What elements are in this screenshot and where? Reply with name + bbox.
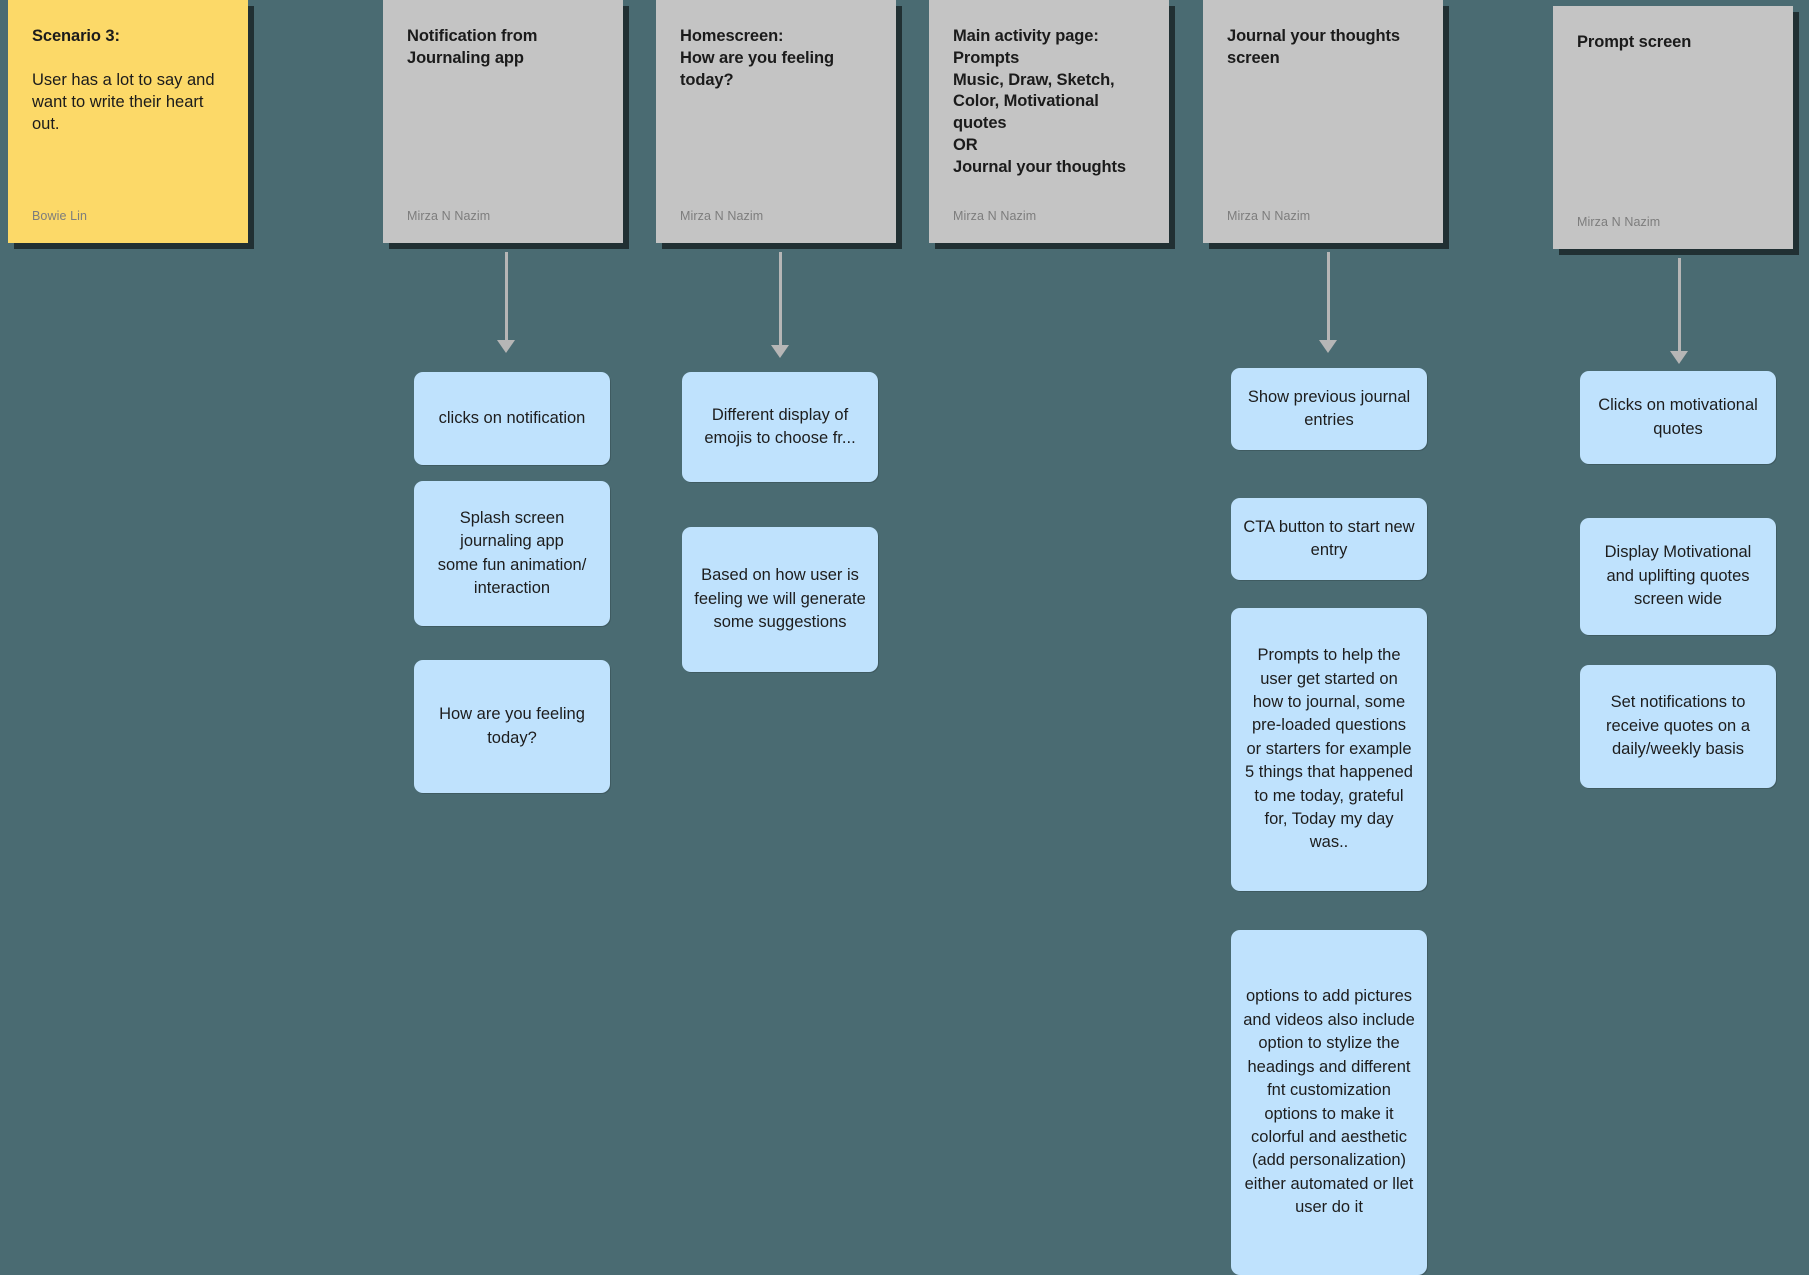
card-text: Based on how user is feeling we will gen… — [694, 566, 866, 632]
card-options-to-add-pictures[interactable]: options to add pictures and videos also … — [1231, 930, 1427, 1275]
note-author: Bowie Lin — [32, 209, 88, 223]
note-title: Journal your thoughts screen — [1227, 27, 1400, 67]
connector-arrowhead-notification — [497, 340, 515, 353]
connector-line-homescreen — [779, 252, 782, 347]
card-how-are-you-feeling-today[interactable]: How are you feeling today? — [414, 660, 610, 793]
sticky-note-notification-from-journaling-app[interactable]: Notification from Journaling app Mirza N… — [383, 0, 623, 243]
sticky-note-scenario-3[interactable]: Scenario 3: User has a lot to say and wa… — [8, 0, 248, 243]
card-text: clicks on notification — [438, 408, 586, 427]
card-text: options to add pictures and videos also … — [1243, 987, 1415, 1217]
connector-arrowhead-homescreen — [771, 345, 789, 358]
card-text: Display Motivational and uplifting quote… — [1604, 543, 1752, 609]
note-body: User has a lot to say and want to write … — [32, 70, 215, 133]
card-clicks-on-notification[interactable]: clicks on notification — [414, 372, 610, 465]
card-text: Prompts to help the user get started on … — [1245, 646, 1413, 852]
connector-arrowhead-prompt-screen — [1670, 351, 1688, 364]
card-text: How are you feeling today? — [439, 705, 585, 747]
card-text: Clicks on motivational quotes — [1598, 396, 1758, 438]
note-title: Homescreen: How are you feeling today? — [680, 27, 834, 89]
card-text: CTA button to start new entry — [1243, 517, 1415, 559]
note-title: Main activity page: Prompts Music, Draw,… — [953, 27, 1126, 176]
card-text: Splash screen journaling app some fun an… — [437, 508, 587, 597]
note-author: Mirza N Nazim — [1577, 215, 1661, 229]
card-clicks-on-motivational-quotes[interactable]: Clicks on motivational quotes — [1580, 371, 1776, 464]
sticky-note-prompt-screen[interactable]: Prompt screen Mirza N Nazim — [1553, 6, 1793, 249]
note-author: Mirza N Nazim — [1227, 209, 1311, 223]
card-different-display-of-emojis[interactable]: Different display of emojis to choose fr… — [682, 372, 878, 482]
card-prompts-to-help-user[interactable]: Prompts to help the user get started on … — [1231, 608, 1427, 891]
card-text: Set notifications to receive quotes on a… — [1605, 693, 1750, 759]
note-title: Scenario 3: — [32, 27, 120, 45]
card-cta-button-new-entry[interactable]: CTA button to start new entry — [1231, 498, 1427, 580]
card-set-notifications-for-quotes[interactable]: Set notifications to receive quotes on a… — [1580, 665, 1776, 788]
card-show-previous-journal-entries[interactable]: Show previous journal entries — [1231, 368, 1427, 450]
sticky-note-main-activity-page[interactable]: Main activity page: Prompts Music, Draw,… — [929, 0, 1169, 243]
note-title: Prompt screen — [1577, 33, 1692, 51]
connector-line-prompt-screen — [1678, 258, 1681, 353]
card-text: Different display of emojis to choose fr… — [704, 405, 856, 447]
connector-line-journal-thoughts — [1327, 252, 1330, 342]
note-author: Mirza N Nazim — [680, 209, 764, 223]
card-based-on-how-user-is-feeling[interactable]: Based on how user is feeling we will gen… — [682, 527, 878, 672]
card-text: Show previous journal entries — [1247, 387, 1411, 429]
note-title: Notification from Journaling app — [407, 27, 538, 67]
card-splash-screen[interactable]: Splash screen journaling app some fun an… — [414, 481, 610, 626]
connector-line-notification — [505, 252, 508, 342]
card-display-motivational-quotes[interactable]: Display Motivational and uplifting quote… — [1580, 518, 1776, 635]
note-author: Mirza N Nazim — [407, 209, 491, 223]
sticky-note-homescreen[interactable]: Homescreen: How are you feeling today? M… — [656, 0, 896, 243]
sticky-note-journal-your-thoughts-screen[interactable]: Journal your thoughts screen Mirza N Naz… — [1203, 0, 1443, 243]
connector-arrowhead-journal-thoughts — [1319, 340, 1337, 353]
note-author: Mirza N Nazim — [953, 209, 1037, 223]
